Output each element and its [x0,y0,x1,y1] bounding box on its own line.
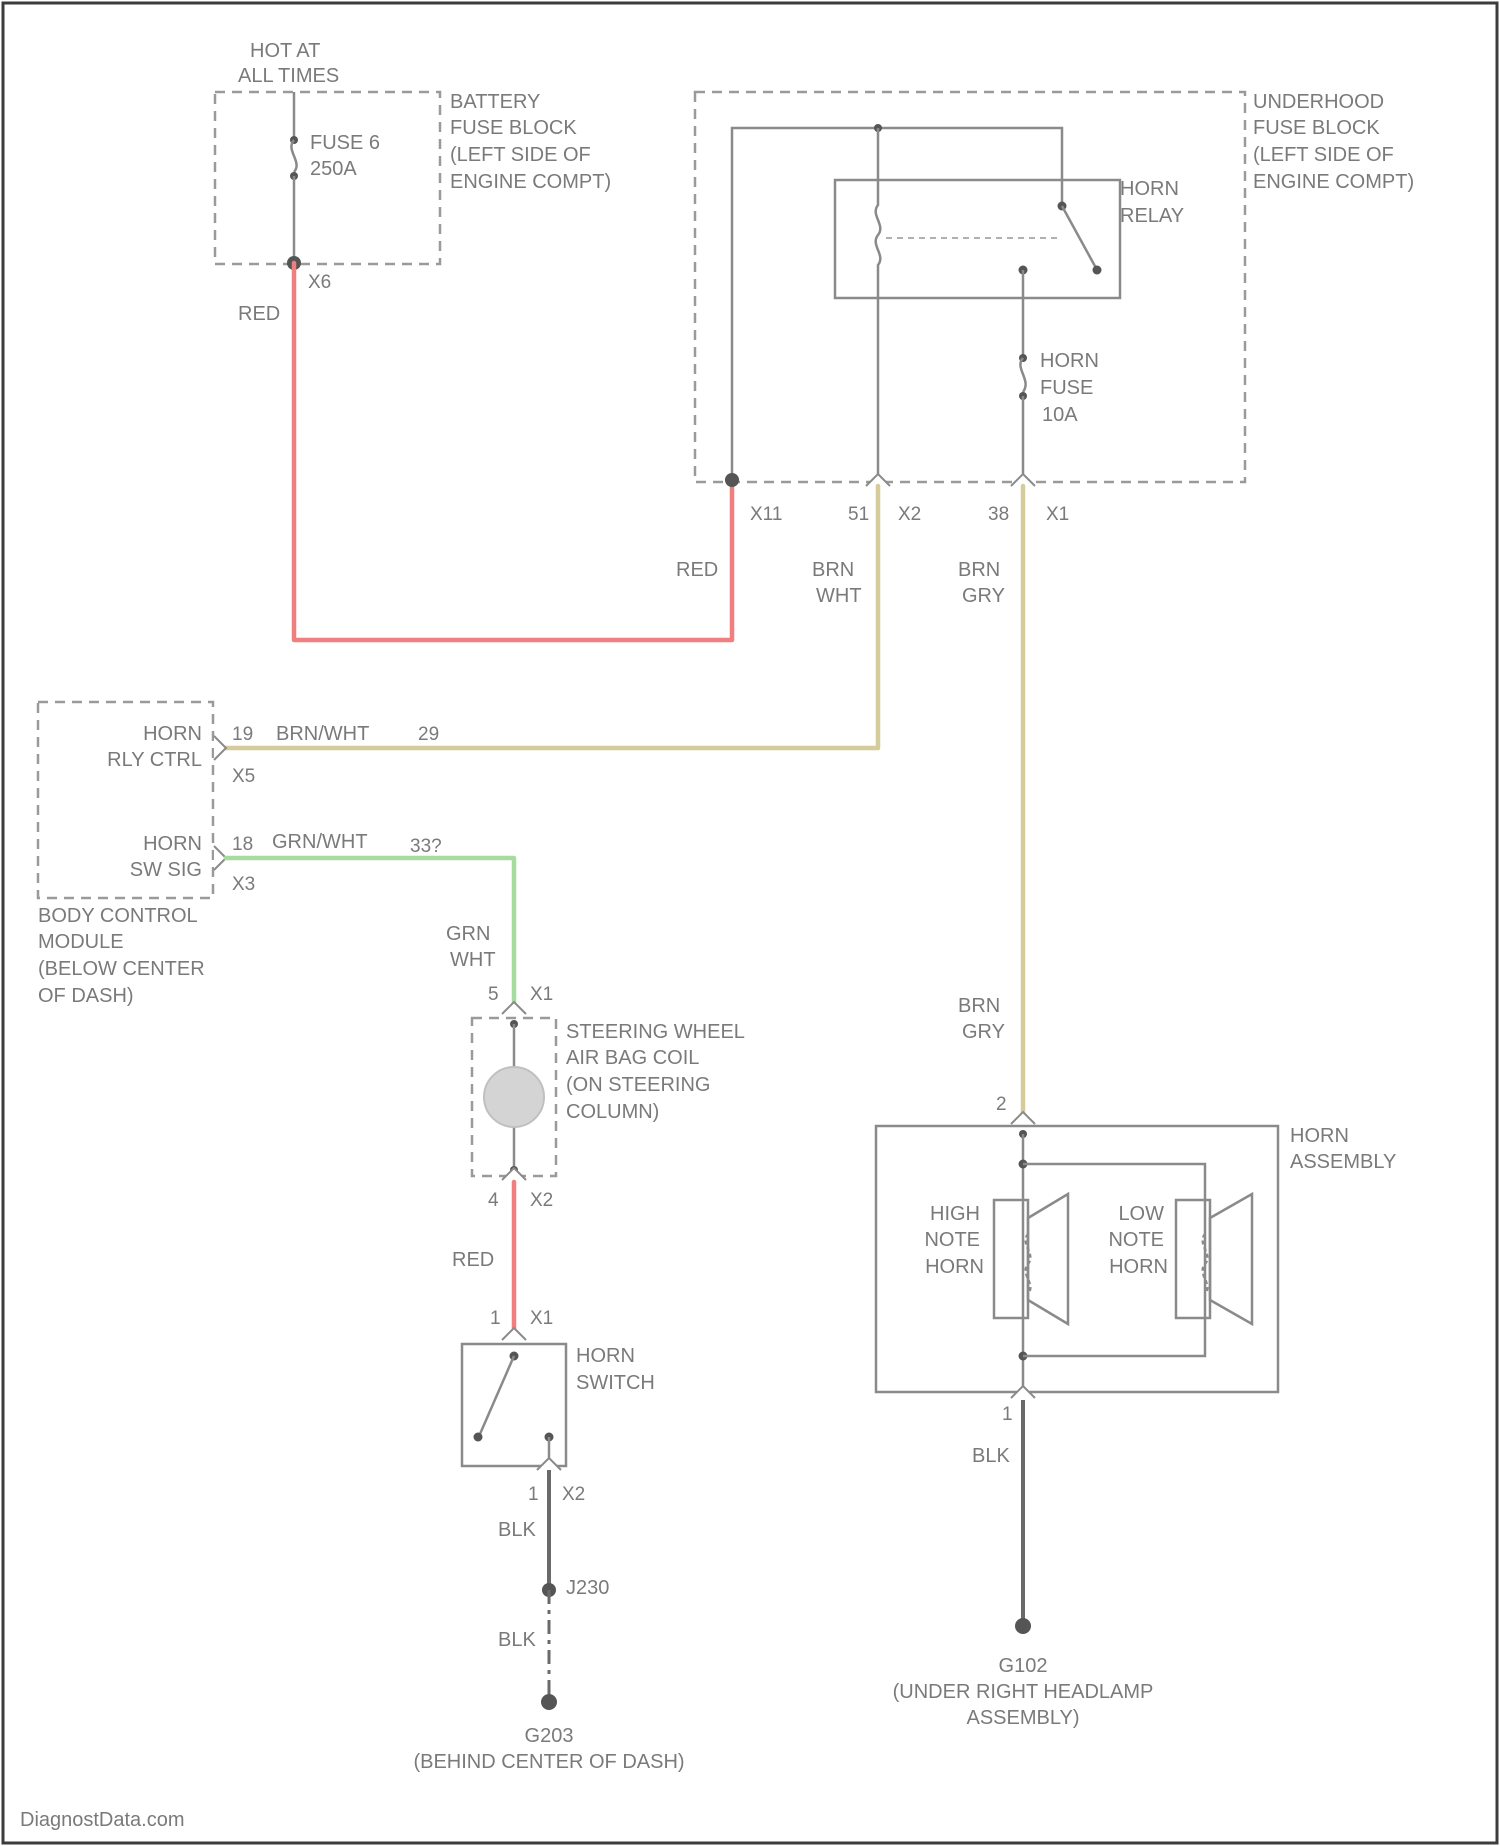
horn-relay-label-1: HORN [1120,178,1179,200]
bcm-name-2: MODULE [38,931,124,953]
coil-pin-x1: X1 [530,984,553,1005]
bcm-name-1: BODY CONTROL [38,905,198,927]
battery-fuse-block-label-1: BATTERY [450,91,540,113]
battery-output-pin: X6 [308,272,331,293]
ground-g102-location-2: ASSEMBLY) [967,1707,1080,1729]
horn-fuse-label-1: HORN [1040,350,1099,372]
coil-pin-4: 4 [488,1190,499,1211]
bcm-ctrl-wire-label: BRN/WHT [276,723,369,745]
horn-assembly-label-2: ASSEMBLY [1290,1151,1396,1173]
horn-pin-1: 1 [1002,1404,1013,1425]
switch-pin-1-in: 1 [490,1308,501,1329]
gnd1-wire-label: BLK [498,1519,536,1541]
bcm-pin-19: 19 [232,724,253,745]
underhood-label-1: UNDERHOOD [1253,91,1384,113]
bcm-sw-wire-label: GRN/WHT [272,831,368,853]
steering-wheel-airbag-coil: 5 X1 4 X2 STEERING WHEEL AIR BAG COIL (O… [472,984,745,1211]
ground-g102-location-1: (UNDER RIGHT HEADLAMP [893,1681,1154,1703]
splice-j230-label: J230 [566,1577,609,1599]
diagram-frame [3,3,1497,1843]
coil-label-3: (ON STEERING [566,1074,710,1096]
watermark: DiagnostData.com [20,1809,185,1831]
horn-relay: HORN RELAY [835,178,1184,298]
horn-gnd-wire-label: BLK [972,1445,1010,1467]
red-wire-label-1: RED [238,303,280,325]
bcm-pin-x5: X5 [232,766,255,787]
coil-pin-x2: X2 [530,1190,553,1211]
ground-g203-label: G203 [525,1725,574,1747]
pin-51: 51 [848,504,869,525]
horn-pin-2: 2 [996,1094,1007,1115]
sw-wire-label-2: WHT [450,949,496,971]
coil-label-2: AIR BAG COIL [566,1047,699,1069]
high-note-label-2: NOTE [924,1229,980,1251]
battery-fuse-block: HOT AT ALL TIMES FUSE 6 250A BATTERY FUS… [215,40,611,293]
bcm-horn-sw-label-2: SW SIG [130,859,202,881]
low-note-label-1: LOW [1118,1203,1164,1225]
horn-assembly: 2 HIGH NOTE HORN LOW NOTE HORN 1 HORN AS… [876,1094,1396,1425]
pin-x11: X11 [750,504,782,525]
underhood-label-3: (LEFT SIDE OF [1253,144,1394,166]
bcm-horn-rly-label-2: RLY CTRL [107,749,202,771]
high-note-label-3: HORN [925,1256,984,1278]
pin-x1: X1 [1046,504,1069,525]
fuse-6-rating: 250A [310,158,357,180]
coil-label-4: COLUMN) [566,1101,659,1123]
battery-fuse-block-label-2: FUSE BLOCK [450,117,577,139]
ground-g102-label: G102 [999,1655,1048,1677]
fuse-6-label: FUSE 6 [310,132,380,154]
ground-g203-location: (BEHIND CENTER OF DASH) [413,1751,684,1773]
bcm-horn-sw-label-1: HORN [143,833,202,855]
coil-out-wire-label: RED [452,1249,494,1271]
underhood-fuse-block: UNDERHOOD FUSE BLOCK (LEFT SIDE OF ENGIN… [695,91,1414,525]
switch-pin-x1: X1 [530,1308,553,1329]
bcm-pin-18: 18 [232,834,253,855]
pin-38: 38 [988,504,1009,525]
coil-label-1: STEERING WHEEL [566,1021,745,1043]
red-feed-wire [294,263,732,640]
horn-switch-label-2: SWITCH [576,1372,655,1394]
low-note-horn-icon [1176,1194,1252,1324]
underhood-label-4: ENGINE COMPT) [1253,171,1414,193]
battery-fuse-block-label-3: (LEFT SIDE OF [450,144,591,166]
switch-pin-1-out: 1 [528,1484,539,1505]
bcm-name-4: OF DASH) [38,985,134,1007]
horn-feed-wire-label-2: GRY [962,585,1005,607]
horn-feed-wire-label-1: BRN [958,559,1000,581]
underhood-label-2: FUSE BLOCK [1253,117,1380,139]
ground-g102 [1015,1618,1031,1634]
bcm-sw-splice-pin: 33? [410,836,442,857]
horn-fuse-rating: 10A [1042,404,1078,426]
switch-pin-x2: X2 [562,1484,585,1505]
coil-pin-5: 5 [488,984,499,1005]
bcm-pin-x3: X3 [232,874,255,895]
horn-feed2-wire-label-1: BRN [958,995,1000,1017]
gnd2-wire-label: BLK [498,1629,536,1651]
horn-switch: 1 X1 1 X2 HORN SWITCH [462,1308,655,1505]
bcm-horn-rly-label-1: HORN [143,723,202,745]
battery-fuse-block-label-4: ENGINE COMPT) [450,171,611,193]
horn-assembly-label-1: HORN [1290,1125,1349,1147]
pin-x2: X2 [898,504,921,525]
relay-ctrl-wire-label-2: WHT [816,585,862,607]
horn-relay-label-2: RELAY [1120,205,1184,227]
low-note-label-3: HORN [1109,1256,1168,1278]
relay-control-wire [226,486,878,748]
horn-feed2-wire-label-2: GRY [962,1021,1005,1043]
horn-fuse-label-2: FUSE [1040,377,1093,399]
relay-ctrl-wire-label-1: BRN [812,559,854,581]
all-times-label: ALL TIMES [238,65,339,87]
high-note-label-1: HIGH [930,1203,980,1225]
ground-g203 [541,1694,557,1710]
red-wire-label-2: RED [676,559,718,581]
sw-wire-label-1: GRN [446,923,490,945]
bcm-name-3: (BELOW CENTER [38,958,205,980]
high-note-horn-icon [994,1194,1068,1324]
body-control-module: HORN RLY CTRL HORN SW SIG 19 X5 18 X3 BO… [38,702,255,1007]
low-note-label-2: NOTE [1108,1229,1164,1251]
hot-at-label: HOT AT [250,40,320,62]
bcm-ctrl-splice-pin: 29 [418,724,439,745]
horn-switch-label-1: HORN [576,1345,635,1367]
